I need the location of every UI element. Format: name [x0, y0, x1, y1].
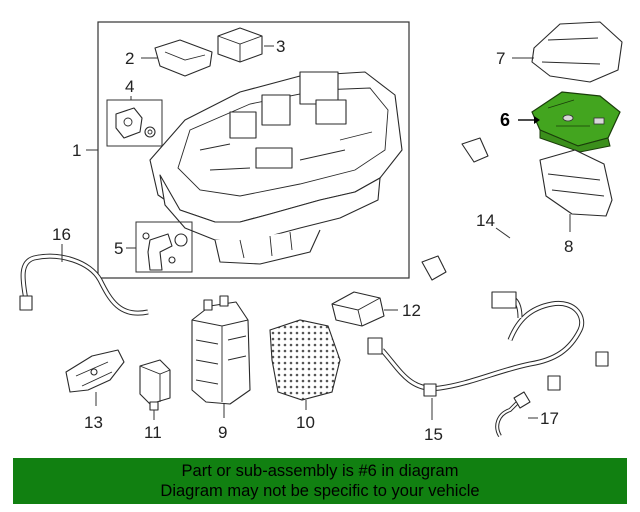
banner-line-1: Part or sub-assembly is #6 in diagram [181, 462, 459, 480]
callout-5[interactable]: 5 [114, 239, 123, 258]
callout-2[interactable]: 2 [125, 49, 134, 68]
part-2-bracket[interactable] [154, 39, 213, 77]
part-6-control-module[interactable] [531, 91, 621, 153]
part-13-bracket[interactable] [65, 349, 125, 393]
part-12-module[interactable] [331, 291, 385, 327]
part-14-cable[interactable] [421, 137, 536, 281]
parts-diagram: 1 2 3 4 5 [19, 21, 623, 444]
callout-12[interactable]: 12 [402, 301, 421, 320]
part-9-converter[interactable] [191, 295, 251, 405]
part-11-module[interactable] [139, 359, 171, 411]
callout-16[interactable]: 16 [52, 225, 71, 244]
inverter-housing[interactable] [149, 71, 403, 265]
callout-13[interactable]: 13 [84, 413, 103, 432]
info-banner: Part or sub-assembly is #6 in diagram Di… [13, 458, 627, 504]
part-7-cover[interactable] [531, 21, 623, 83]
part-5-fitting[interactable] [142, 232, 188, 271]
part-4-box [106, 99, 163, 147]
callout-15[interactable]: 15 [424, 425, 443, 444]
part-4-sensor[interactable] [115, 107, 156, 139]
callout-14[interactable]: 14 [476, 211, 495, 230]
part-17-sensor[interactable] [495, 391, 531, 438]
callout-3[interactable]: 3 [276, 37, 285, 56]
part-16-hose[interactable] [19, 253, 149, 316]
callout-8[interactable]: 8 [564, 237, 573, 256]
callout-4[interactable]: 4 [125, 77, 134, 96]
part-5-box [135, 221, 193, 273]
callout-1[interactable]: 1 [72, 141, 81, 160]
part-3-module[interactable] [217, 27, 263, 63]
callout-7[interactable]: 7 [496, 49, 505, 68]
part-10-shield[interactable] [269, 319, 341, 401]
callout-9[interactable]: 9 [218, 423, 227, 442]
callout-6[interactable]: 6 [500, 110, 510, 130]
callout-11[interactable]: 11 [144, 423, 162, 442]
part-8-bracket[interactable] [539, 149, 613, 217]
callout-10[interactable]: 10 [296, 413, 315, 432]
callout-17[interactable]: 17 [540, 409, 559, 428]
part-15-harness[interactable] [367, 291, 609, 397]
banner-line-2: Diagram may not be specific to your vehi… [160, 482, 480, 500]
